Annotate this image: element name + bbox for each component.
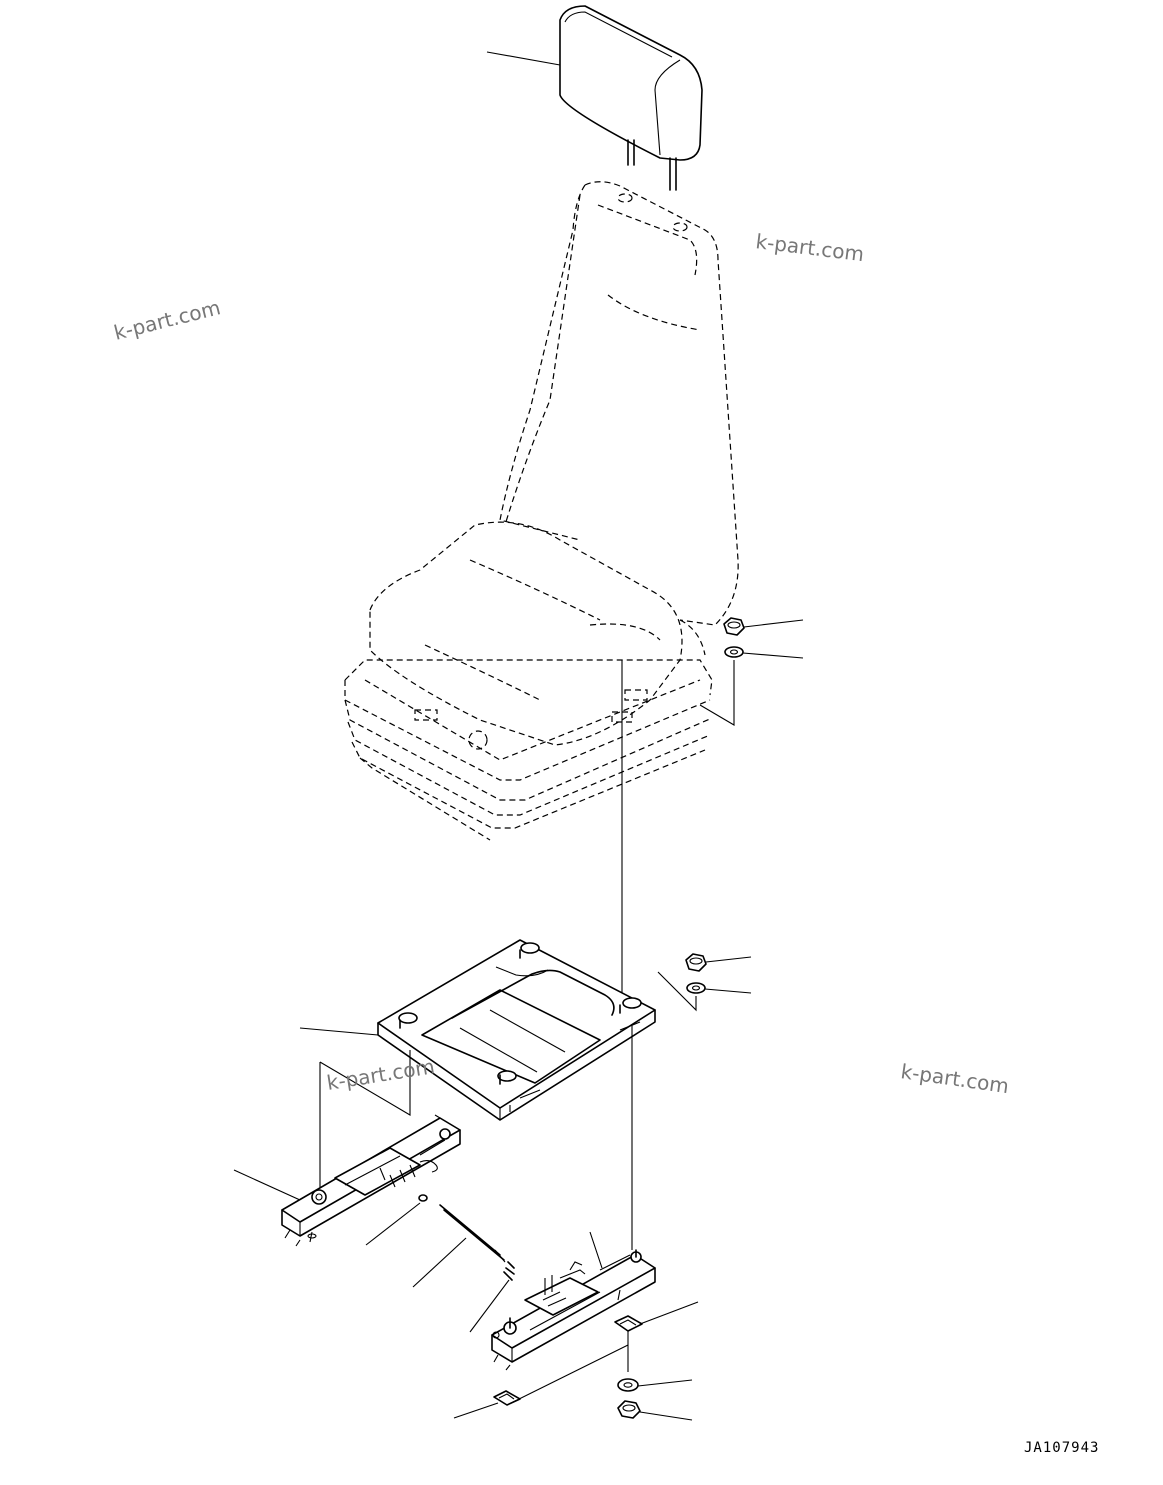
assembly-bracket-upper bbox=[699, 660, 735, 726]
rod-pin bbox=[439, 1204, 506, 1263]
washer-middle bbox=[686, 982, 706, 994]
leader-line-clip-plate-left bbox=[453, 1402, 499, 1419]
leader-line-rod-pin bbox=[412, 1237, 467, 1288]
leader-line-spring-small bbox=[365, 1202, 421, 1246]
leader-line-clip-plate-right bbox=[639, 1301, 699, 1325]
spring-small bbox=[418, 1194, 428, 1202]
assembly-bracket-lower bbox=[506, 1330, 629, 1406]
leader-line-nut-middle bbox=[705, 956, 752, 963]
leader-line-mounting-plate bbox=[299, 1027, 379, 1036]
leader-line-washer-lower bbox=[637, 1379, 693, 1387]
slide-rail-right bbox=[491, 1249, 656, 1371]
assembly-bracket-middle bbox=[657, 971, 697, 1012]
leader-line-nut-upper bbox=[743, 619, 804, 628]
mounting-plate bbox=[377, 939, 656, 1121]
drawing-code: JA107943 bbox=[1024, 1440, 1099, 1456]
spring-clip bbox=[503, 1261, 515, 1281]
watermark-text: k-part.com bbox=[754, 229, 865, 266]
watermark-text: k-part.com bbox=[111, 295, 222, 345]
washer-lower bbox=[617, 1378, 639, 1392]
leader-line-spring-clip bbox=[469, 1279, 510, 1333]
slide-rail-left bbox=[281, 1114, 461, 1247]
leader-line-slide-rail-left bbox=[233, 1169, 301, 1201]
washer-upper bbox=[724, 646, 744, 658]
leader-line-washer-upper bbox=[742, 652, 804, 659]
watermark-text: k-part.com bbox=[899, 1059, 1010, 1098]
nut-middle bbox=[685, 953, 707, 972]
nut-lower bbox=[617, 1400, 641, 1419]
nut-upper bbox=[723, 617, 745, 636]
watermark-text: k-part.com bbox=[325, 1054, 436, 1095]
leader-line-washer-middle bbox=[704, 988, 752, 994]
leader-line-headrest bbox=[486, 51, 561, 66]
headrest bbox=[559, 5, 703, 191]
leader-line-nut-lower bbox=[639, 1411, 693, 1421]
seat-phantom bbox=[344, 181, 739, 841]
clip-plate-right bbox=[614, 1315, 643, 1332]
alignment-bracket-left bbox=[319, 1050, 411, 1190]
leader-line-slide-rail-right bbox=[589, 1231, 603, 1269]
